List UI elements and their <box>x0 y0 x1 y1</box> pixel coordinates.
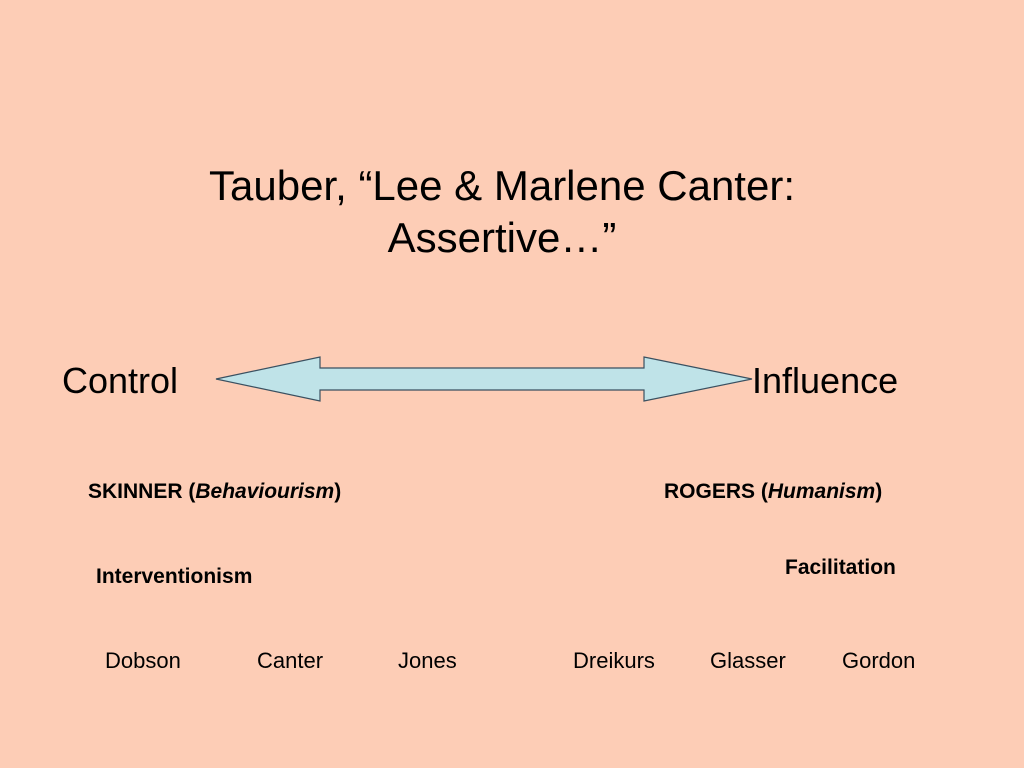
facilitation-label: Facilitation <box>785 556 896 579</box>
theorist-gordon: Gordon <box>842 648 916 673</box>
interventionism-label: Interventionism <box>96 565 253 588</box>
theorist-jones: Jones <box>398 648 457 673</box>
influence-label: Influence <box>752 360 899 401</box>
theorist-dobson: Dobson <box>105 648 181 673</box>
rogers-school-label: ROGERS (Humanism) <box>664 480 882 504</box>
title-line-2: Assertive…” <box>387 214 617 261</box>
rogers-close: ) <box>875 480 883 503</box>
title-line-1: Tauber, “Lee & Marlene Canter: <box>209 162 795 209</box>
theorist-glasser: Glasser <box>710 648 786 673</box>
humanism-term: Humanism <box>767 480 876 503</box>
control-label: Control <box>62 360 179 401</box>
theorist-canter: Canter <box>257 648 324 673</box>
theorist-dreikurs: Dreikurs <box>573 648 655 673</box>
behaviourism-term: Behaviourism <box>195 480 335 503</box>
rogers-name: ROGERS ( <box>664 480 768 503</box>
skinner-close: ) <box>334 480 342 503</box>
slide-title: Tauber, “Lee & Marlene Canter: Assertive… <box>0 160 1004 264</box>
skinner-name: SKINNER ( <box>88 480 196 503</box>
double-headed-arrow-icon <box>215 356 753 402</box>
skinner-school-label: SKINNER (Behaviourism) <box>88 480 341 504</box>
arrow-shape <box>215 356 753 402</box>
